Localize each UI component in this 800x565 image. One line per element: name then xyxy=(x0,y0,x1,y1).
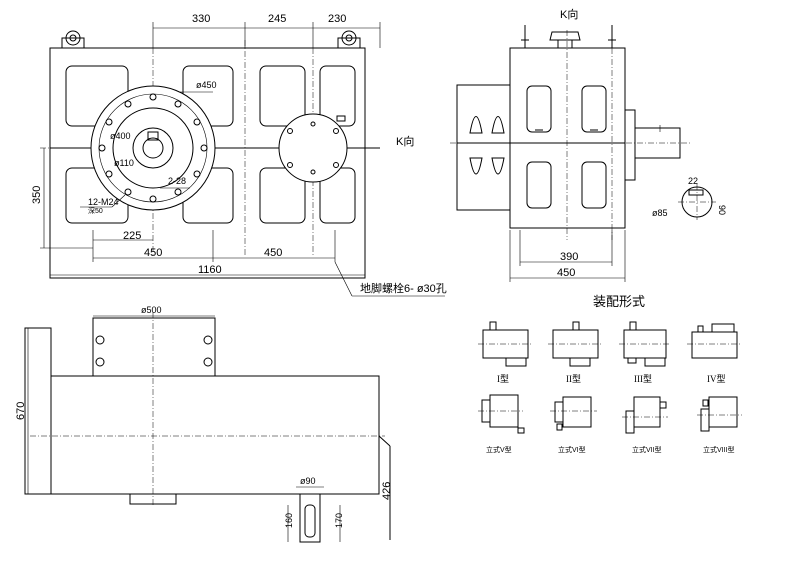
lifting-eye-left xyxy=(61,30,85,49)
label-d400: ø400 xyxy=(110,131,131,141)
bottom-dim-d500: ø500 xyxy=(141,305,162,315)
lifting-eye-right xyxy=(337,30,361,49)
assembly-type-6 xyxy=(550,396,597,431)
dim-450-b: 450 xyxy=(264,247,282,259)
assembly-type-3-label: III型 xyxy=(634,374,652,384)
assembly-type-8 xyxy=(697,396,742,432)
dim-450-a: 450 xyxy=(144,247,162,259)
label-m24: 12-M24 xyxy=(88,197,119,207)
shaft-dim-90: 90 xyxy=(717,205,727,215)
assembly-types: 装配形式 I型 II型 III型 xyxy=(478,295,742,454)
anchor-bolt-callout: 地脚螺栓6- ø30孔 xyxy=(360,281,447,295)
assembly-type-3 xyxy=(619,321,671,367)
assembly-type-5-label: 立式V型 xyxy=(486,445,512,454)
dim-225: 225 xyxy=(123,230,141,242)
shaft-dim-d85: ø85 xyxy=(652,208,668,218)
housing-outline xyxy=(49,47,366,279)
assembly-type-2-label: II型 xyxy=(566,374,581,384)
output-flange xyxy=(90,85,216,211)
side-view: K向 2 xyxy=(450,7,727,282)
side-dim-450: 450 xyxy=(557,267,575,279)
bottom-view: ø500 670 ø90 426 160 170 xyxy=(15,305,393,543)
assembly-type-1-label: I型 xyxy=(497,374,509,384)
dim-245: 245 xyxy=(268,13,286,25)
assembly-type-2 xyxy=(548,321,603,367)
assembly-type-7 xyxy=(622,396,668,434)
label-d110: ø110 xyxy=(114,158,134,168)
assembly-type-4 xyxy=(687,323,742,359)
bottom-dim-670: 670 xyxy=(15,402,27,420)
assembly-title: 装配形式 xyxy=(593,295,645,310)
dim-330: 330 xyxy=(192,13,210,25)
assembly-type-6-label: 立式VI型 xyxy=(558,445,586,454)
bottom-dim-d90: ø90 xyxy=(300,476,316,486)
label-2-28: 2-28 xyxy=(168,176,186,186)
shaft-dim-22: 22 xyxy=(688,176,698,186)
dim-230: 230 xyxy=(328,13,346,25)
assembly-type-7-label: 立式VII型 xyxy=(632,445,662,454)
bottom-dim-160: 160 xyxy=(284,513,294,528)
label-depth: 深50 xyxy=(88,206,103,215)
assembly-type-1 xyxy=(478,321,533,367)
label-d450: ø450 xyxy=(196,80,217,90)
k-direction-label: K向 xyxy=(396,134,414,148)
front-view: 330 245 230 xyxy=(31,13,447,297)
assembly-type-5 xyxy=(478,394,525,434)
bottom-dim-426: 426 xyxy=(381,482,393,500)
dim-350: 350 xyxy=(31,186,43,204)
bottom-dim-170: 170 xyxy=(334,513,344,528)
assembly-type-4-label: IV型 xyxy=(707,374,726,384)
side-view-title: K向 xyxy=(560,7,578,21)
assembly-type-8-label: 立式VIII型 xyxy=(703,445,735,454)
side-dim-390: 390 xyxy=(560,251,578,263)
input-flange xyxy=(278,113,348,183)
dim-1160: 1160 xyxy=(198,264,222,276)
